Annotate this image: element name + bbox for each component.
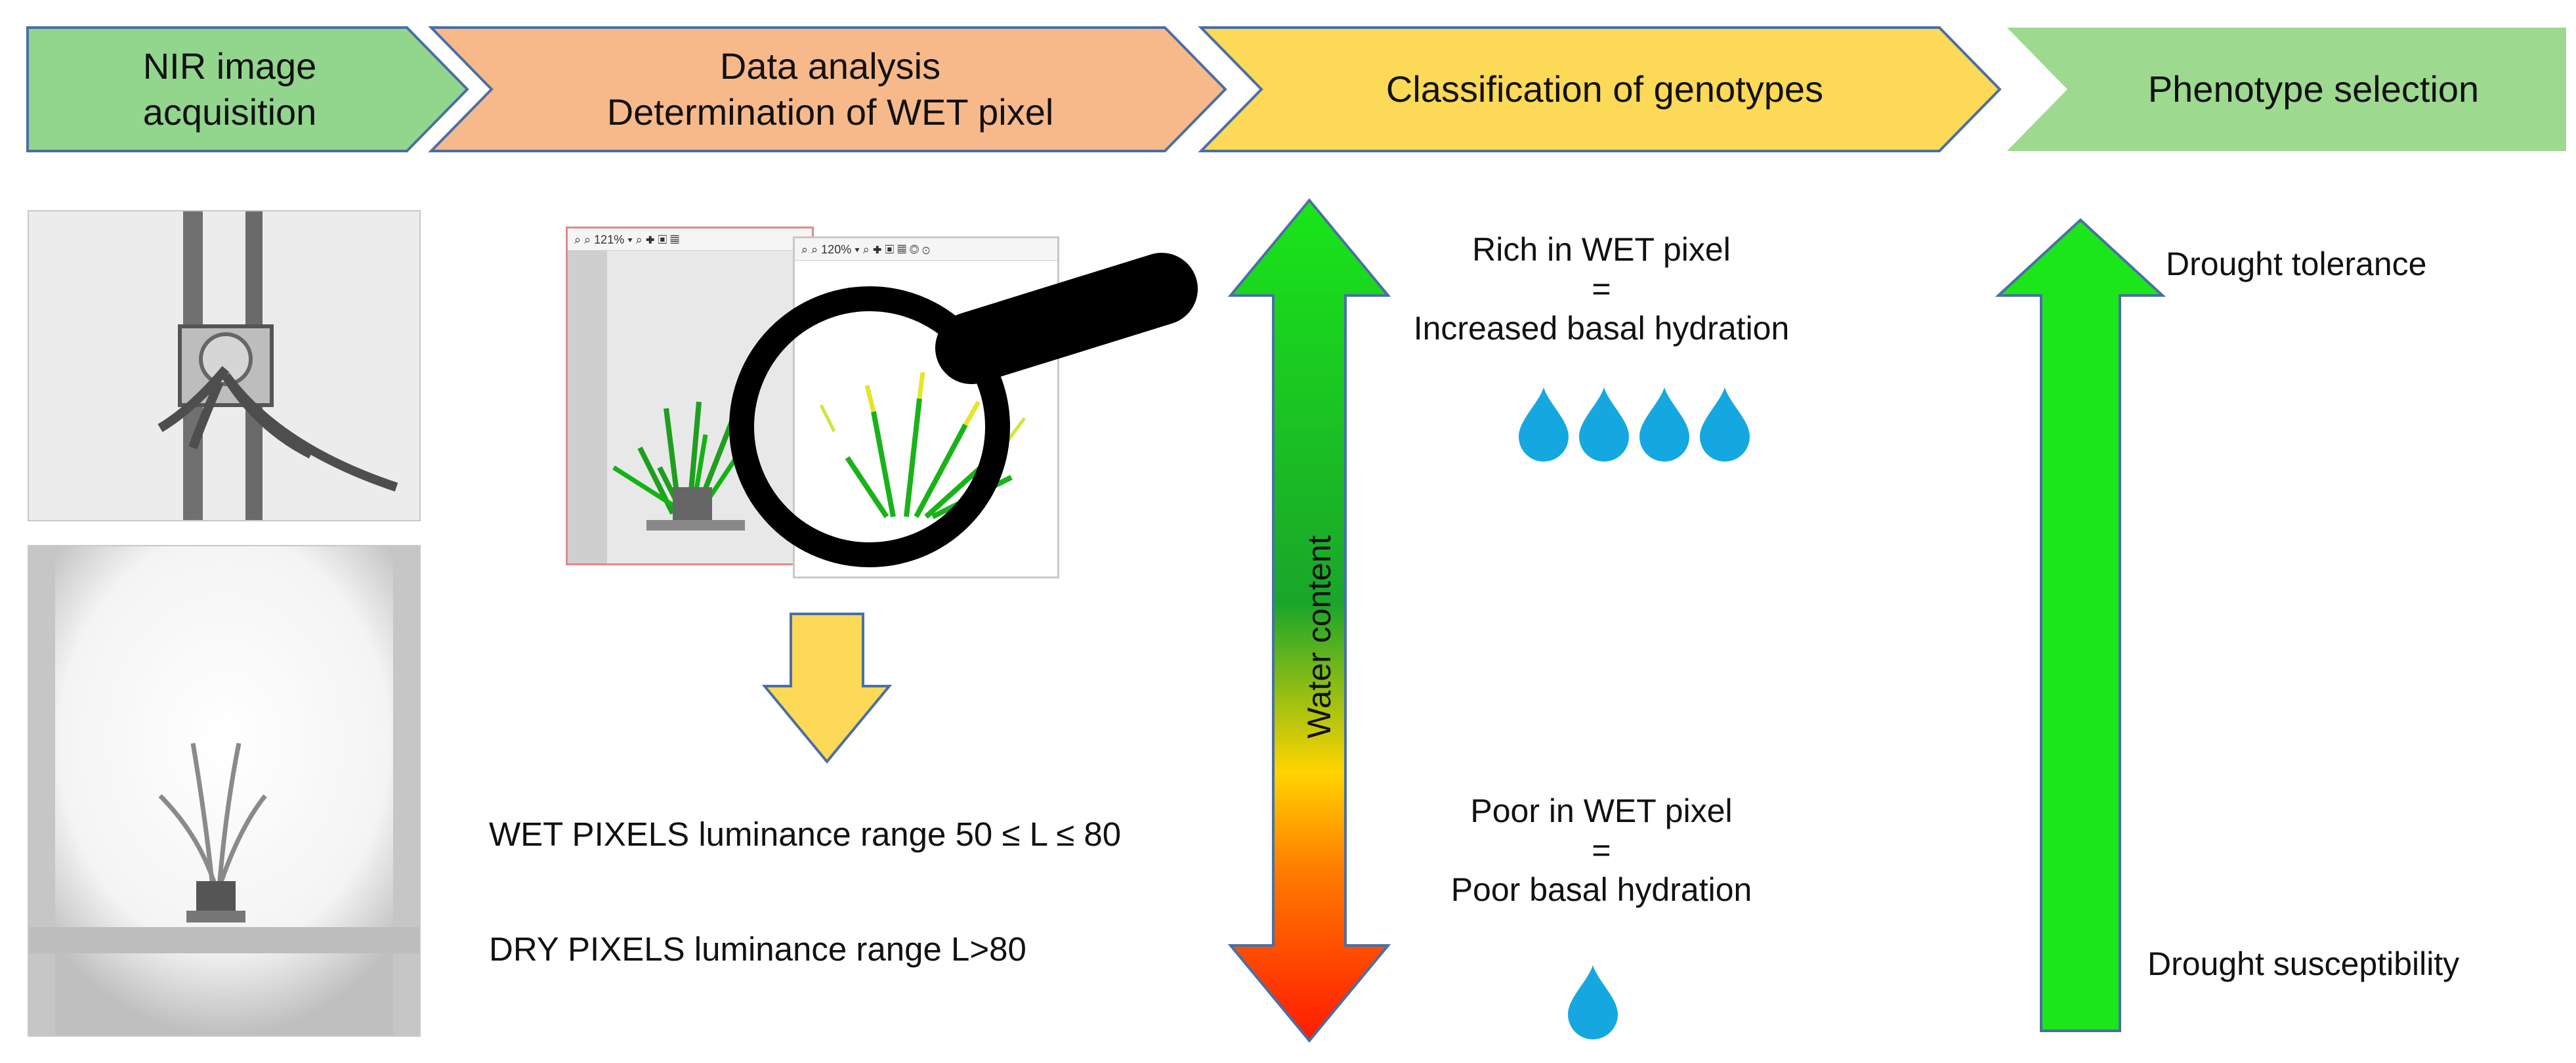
water-drop-icon — [1700, 387, 1750, 462]
water-drop-icon — [1519, 387, 1569, 462]
step-chevron-nir-acquisition — [26, 26, 469, 152]
step-line1: Phenotype selection — [2147, 68, 2480, 110]
step-label-phenotype-selection: Phenotype selection — [2074, 28, 2553, 151]
step-label-classification: Classification of genotypes — [1260, 28, 1949, 151]
magnifier-icon — [729, 253, 1198, 567]
analysis-image-left — [568, 251, 812, 563]
step-line1: NIR image — [142, 45, 317, 87]
rich-line2: Increased basal hydration — [1413, 310, 1790, 347]
analysis-toolbar-right: ⌕ ⌕ 120% ▾ ⌕ ✚ ▣ ▦ ◎ ⊙ — [795, 238, 1057, 261]
phenotype-selection-arrow — [1995, 218, 2166, 1032]
step-line1: Classification of genotypes — [1385, 68, 1824, 110]
step-line1: Data analysis — [719, 45, 941, 87]
rich-drops — [1519, 387, 1750, 462]
zoom-level-right: 120% — [821, 243, 852, 256]
step-line2: acquisition — [142, 91, 317, 133]
rich-line1: Rich in WET pixel — [1472, 231, 1731, 268]
analysis-toolbar-left: ⌕ ⌕ 121% ▾ ⌕ ✚ ▣ ▦ — [568, 228, 812, 251]
step-chevron-data-analysis — [428, 26, 1227, 152]
poor-line1: Poor in WET pixel — [1470, 792, 1733, 829]
water-drop-icon — [1579, 387, 1629, 462]
zoom-level-left: 121% — [594, 233, 625, 246]
nir-photo-top-illustration — [29, 211, 419, 520]
water-drop-icon — [1639, 387, 1689, 462]
water-content-arrow — [1227, 198, 1391, 1043]
step-label-data-analysis: Data analysis Determination of WET pixel — [486, 28, 1175, 151]
step-line2: Determination of WET pixel — [606, 91, 1054, 133]
pipeline-chevrons — [26, 26, 2566, 152]
step-chevron-phenotype-selection — [2007, 28, 2566, 151]
drought-tolerance-label: Drought tolerance — [2166, 246, 2427, 282]
wet-pixel-range-text: WET PIXELS luminance range 50 ≤ L ≤ 80 — [489, 815, 1122, 853]
poor-wet-label: Poor in WET pixel = Poor basal hydration — [1372, 791, 1831, 909]
poor-equals: = — [1592, 832, 1611, 869]
nir-photo-side-view — [28, 545, 421, 1037]
water-content-label: Water content — [1301, 535, 1338, 739]
step-chevron-classification — [1198, 26, 2002, 152]
dry-pixel-range-text: DRY PIXELS luminance range L>80 — [489, 930, 1026, 968]
nir-photo-top-view — [28, 210, 421, 521]
nir-photo-side-illustration — [29, 546, 419, 1035]
poor-drops — [1568, 965, 1618, 1039]
down-arrow-icon — [761, 613, 893, 764]
water-drop-icon — [1568, 965, 1618, 1039]
step-label-nir-acquisition: NIR image acquisition — [46, 28, 413, 151]
rich-equals: = — [1592, 271, 1611, 307]
drought-susceptibility-label: Drought susceptibility — [2147, 945, 2460, 982]
poor-line2: Poor basal hydration — [1450, 871, 1752, 908]
rich-wet-label: Rich in WET pixel = Increased basal hydr… — [1372, 230, 1831, 348]
